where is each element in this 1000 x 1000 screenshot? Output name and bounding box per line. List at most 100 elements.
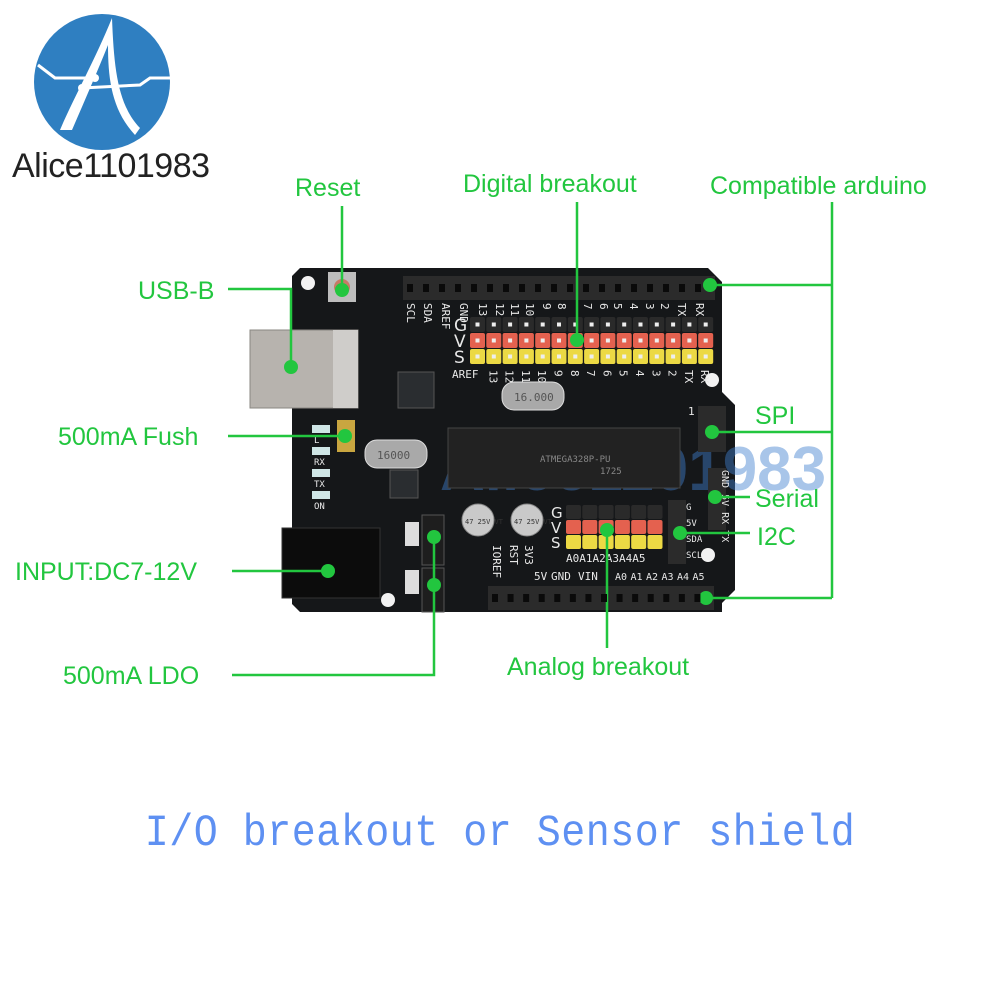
gvs-pin-label: 7 (584, 370, 597, 377)
status-led (312, 425, 330, 433)
analog-gvs-row-label: V (551, 519, 562, 537)
top-pin-label: SCL (404, 303, 417, 323)
header-pin (601, 594, 607, 602)
header-pin (585, 594, 592, 602)
svg-text:ATMEGA328P-PU: ATMEGA328P-PU (540, 455, 610, 465)
analog-gvs-labels: A0A1A2A3A4A5 (566, 552, 645, 565)
gvs-pin-label: 4 (633, 370, 646, 377)
crystal-usb (364, 439, 428, 469)
analog-gvs-pin (614, 520, 630, 534)
header-pin (632, 594, 639, 602)
analog-gvs-row-label: G (551, 504, 563, 522)
gvs-pin-label: 9 (552, 370, 565, 377)
analog-gvs-pin (582, 520, 598, 534)
usb-controller-chip (397, 371, 435, 409)
label-analog-breakout: Analog breakout (507, 653, 689, 681)
top-pin-label: 10 (523, 303, 536, 316)
header-pin (647, 594, 654, 602)
gvs-pin-label: 2 (666, 370, 679, 377)
header-pin (551, 284, 557, 292)
header-pin (439, 284, 445, 292)
i2c-pin-label: 5V (686, 519, 697, 529)
label-serial: Serial (755, 485, 819, 513)
header-pin (599, 284, 605, 292)
analog-gvs-pin (647, 520, 663, 534)
i2c-pin-label: SCL (686, 551, 702, 561)
top-pin-label: RX (693, 303, 706, 317)
label-fuse: 500mA Fush (58, 423, 198, 451)
label-reset: Reset (295, 174, 360, 202)
analog-gvs-pin (582, 535, 598, 549)
label-input: INPUT:DC7-12V (15, 558, 197, 586)
header-pin (663, 594, 670, 602)
analog-gvs-pin (566, 520, 581, 534)
gvs-pin-label: 11 (519, 370, 532, 383)
header-pin (569, 594, 576, 602)
brand-logo (34, 14, 172, 150)
led-label: L (314, 436, 319, 446)
sensor-shield-board: Alice1101983 16000 16.000 ATMEGA328P-PU … (15, 170, 927, 690)
header-pin (507, 594, 514, 602)
power-pin-label: RST (507, 545, 520, 565)
gvs-row-label: V (454, 332, 466, 352)
led-label: ON (314, 502, 325, 512)
capacitor (510, 503, 544, 537)
svg-text:1: 1 (688, 405, 695, 418)
header-pin (567, 284, 573, 292)
header-pin (554, 594, 561, 602)
gvs-pin-label: TX (682, 370, 695, 384)
capacitor (461, 503, 495, 537)
top-pin-label: GND (457, 303, 470, 323)
label-ldo: 500mA LDO (63, 662, 199, 690)
top-pin-label: 6 (597, 303, 610, 310)
gvs-row-label: G (454, 316, 467, 336)
analog-gvs-pin (598, 505, 614, 519)
top-pin-label: 3 (643, 303, 656, 310)
crystal-main (501, 381, 565, 411)
header-pin (631, 284, 637, 292)
analog-gvs-pin (614, 505, 630, 519)
gvs-pin-label: 3 (649, 370, 662, 377)
gvs-pin-label: 10 (535, 370, 548, 383)
header-pin (583, 284, 589, 292)
power-pin-label: GND (551, 570, 571, 583)
leader-lines (228, 202, 834, 677)
gvs-pin-label: 6 (600, 370, 613, 377)
svg-text:GND 5V RX TX: GND 5V RX TX (719, 470, 730, 542)
header-pin (487, 284, 493, 292)
status-led (312, 447, 330, 455)
analog-gvs-pin (566, 505, 581, 519)
gvs-pin-label: 5 (617, 370, 630, 377)
analog-gvs-pin (566, 535, 581, 549)
top-pin-label: 13 (476, 303, 489, 316)
top-pin-label: 2 (658, 303, 671, 310)
i2c-pin-label: SDA (686, 535, 703, 545)
dc-jack (281, 527, 381, 599)
top-pin-label: 8 (555, 303, 568, 310)
top-pin-label: SDA (421, 303, 434, 323)
gvs-pin-label: 13 (486, 370, 499, 383)
header-pin (616, 594, 623, 602)
top-pin-label: AREF (439, 303, 452, 330)
label-spi: SPI (755, 402, 795, 430)
gvs-pin-label: AREF (452, 368, 479, 381)
analog-gvs-pin (631, 505, 647, 519)
header-pin (694, 594, 701, 602)
svg-text:47 25V VT: 47 25V VT (465, 518, 504, 526)
led-label: RX (314, 458, 325, 468)
header-pin (523, 594, 530, 602)
header-pin (663, 284, 669, 292)
gvs-pin-label: RX (698, 370, 711, 384)
top-pin-label: 7 (581, 303, 594, 310)
power-pin-label: IOREF (490, 545, 503, 578)
header-pin (423, 284, 429, 292)
leader-dots (284, 278, 722, 605)
analog-gvs-pin (647, 535, 663, 549)
header-pin (503, 284, 509, 292)
svg-text:1725: 1725 (600, 467, 622, 477)
top-pin-label: TX (675, 303, 688, 317)
header-pin (492, 594, 498, 602)
led-label: TX (314, 480, 325, 490)
header-pin (407, 284, 413, 292)
